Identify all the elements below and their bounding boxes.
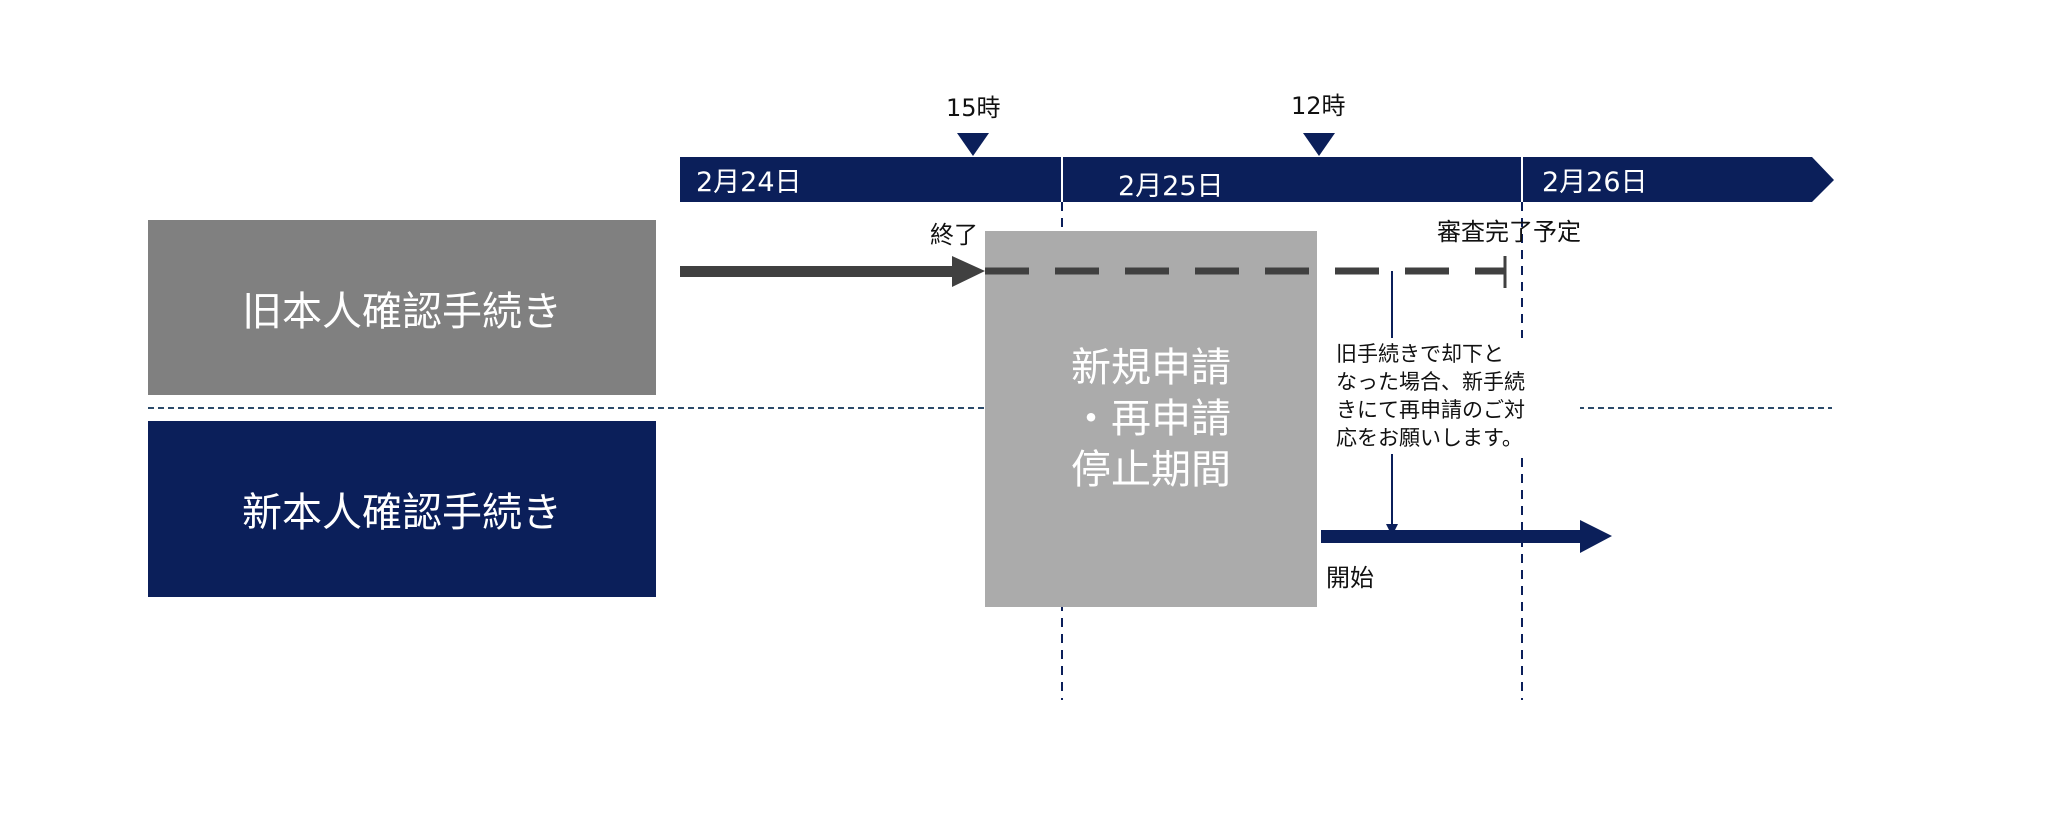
review-complete-label: 審査完了予定 xyxy=(1437,218,1581,246)
note-line: きにて再申請のご対 xyxy=(1336,398,1525,422)
new-procedure-box: 新本人確認手続き xyxy=(148,421,656,597)
start-label: 開始 xyxy=(1326,564,1374,592)
marker-triangle-icon xyxy=(957,133,989,156)
date-label-feb25: 2月25日 xyxy=(1118,171,1224,202)
note-box: 旧手続きで却下と なった場合、新手続 きにて再申請のご対 応をお願いします。 xyxy=(1332,338,1580,454)
old-arrow-head-icon xyxy=(952,256,985,287)
date-label-feb24: 2月24日 xyxy=(696,167,802,198)
suspension-period-box: 新規申請 ・再申請 停止期間 xyxy=(985,231,1317,607)
note-line: 応をお願いします。 xyxy=(1336,426,1523,450)
marker-label-12h: 12時 xyxy=(1291,92,1346,120)
marker-label-15h: 15時 xyxy=(946,94,1001,122)
timeline-bar xyxy=(680,157,1834,202)
new-procedure-label: 新本人確認手続き xyxy=(242,490,562,536)
end-label: 終了 xyxy=(930,221,978,249)
old-procedure-label: 旧本人確認手続き xyxy=(242,288,562,335)
old-procedure-arrow xyxy=(680,266,955,277)
suspension-line: 停止期間 xyxy=(1071,446,1231,493)
note-line: なった場合、新手続 xyxy=(1336,370,1525,394)
new-arrow-head-icon xyxy=(1580,520,1612,553)
note-line: 旧手続きで却下と xyxy=(1336,342,1504,366)
new-procedure-arrow xyxy=(1321,530,1583,543)
old-procedure-box: 旧本人確認手続き xyxy=(148,220,656,395)
marker-triangle-icon xyxy=(1303,133,1335,156)
date-label-feb26: 2月26日 xyxy=(1542,167,1648,198)
suspension-line: ・再申請 xyxy=(1071,395,1231,442)
suspension-line: 新規申請 xyxy=(1071,344,1231,391)
